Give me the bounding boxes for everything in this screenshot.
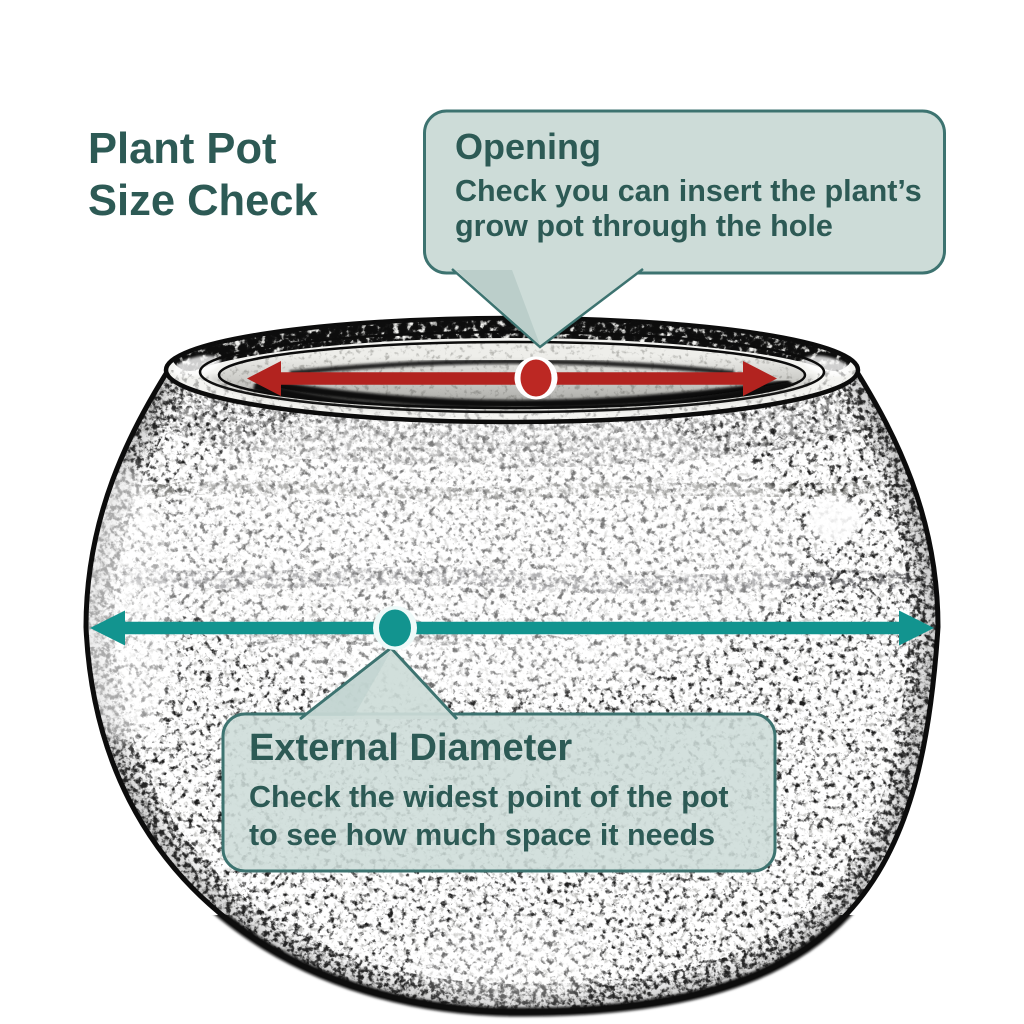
svg-text:Plant Pot: Plant Pot (88, 125, 277, 173)
svg-text:Check the widest point of the: Check the widest point of the pot (249, 780, 729, 814)
svg-text:Size Check: Size Check (88, 177, 318, 225)
svg-text:grow pot through the hole: grow pot through the hole (455, 209, 833, 243)
svg-text:Opening: Opening (455, 126, 601, 167)
svg-text:External Diameter: External Diameter (249, 727, 572, 769)
svg-text:to see how much space it needs: to see how much space it needs (249, 818, 715, 852)
svg-text:Check you can insert the plant: Check you can insert the plant’s (455, 174, 922, 208)
